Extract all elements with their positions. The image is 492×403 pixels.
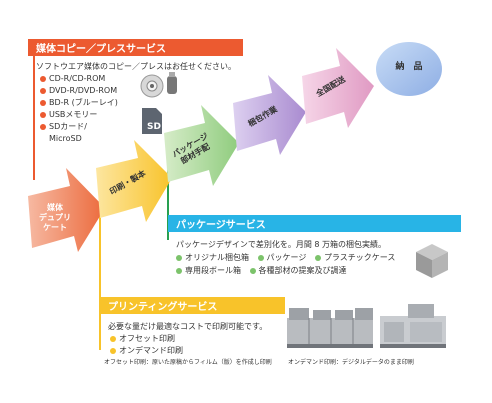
- bullet-icon: [249, 267, 256, 274]
- list-item: DVD-R/DVD-ROM: [40, 85, 118, 97]
- list-item: BD-R (ブルーレイ): [40, 97, 118, 109]
- list-item: プラスチックケース: [314, 253, 395, 262]
- bullet-icon: [40, 123, 46, 130]
- arrow-step-5: [302, 48, 374, 128]
- bullet-icon: [257, 254, 264, 261]
- box-icon: [416, 244, 448, 278]
- list-item: MicroSD: [49, 134, 82, 143]
- offset-press-illustration: [287, 308, 373, 348]
- list-item: 各種部材の提案及び調達: [249, 266, 347, 275]
- offset-printing-caption: オフセット印刷：原いた原稿からフィルム（版）を作成し印刷: [104, 359, 272, 366]
- package-service-header: パッケージサービス: [168, 215, 461, 232]
- list-item: USBメモリー: [40, 109, 118, 121]
- package-intro-text: パッケージデザインで差別化を。月間 8 万箱の梱包実績。: [176, 240, 387, 249]
- list-item: パッケージ: [257, 253, 306, 262]
- bullet-icon: [176, 254, 182, 261]
- bullet-icon: [110, 335, 116, 342]
- step-delivery-label: 納 品: [395, 62, 423, 72]
- media-service-header: 媒体コピー／プレスサービス: [28, 39, 243, 56]
- delivery-ellipse: [376, 42, 442, 96]
- arrow-step-3: [164, 105, 239, 186]
- printing-service-header: プリンティングサービス: [100, 297, 285, 314]
- bullet-icon: [40, 87, 46, 94]
- arrow-step-4: [233, 75, 306, 155]
- list-item: SDカード/: [40, 121, 118, 133]
- package-items-row-1: オリジナル梱包箱 パッケージ プラスチックケース: [176, 252, 395, 264]
- printing-list: オフセット印刷 オンデマンド印刷: [110, 333, 183, 357]
- list-item: CD-R/CD-ROM: [40, 73, 118, 85]
- usb-icon: [167, 72, 177, 94]
- disc-icon: [140, 74, 164, 98]
- ondemand-printing-caption: オンデマンド印刷：デジタルデータのまま印刷: [288, 359, 414, 366]
- bullet-icon: [314, 254, 321, 261]
- arrow-step-1: [28, 168, 105, 252]
- step-media-duplicate-label: 媒体 デュプリ ケート: [39, 203, 71, 232]
- package-items-row-2: 専用段ボール箱 各種部材の提案及び調達: [176, 265, 347, 277]
- list-item: オフセット印刷: [110, 333, 183, 345]
- sd-card-icon: SD: [142, 108, 162, 134]
- arrow-step-2: [96, 140, 172, 222]
- list-item: オリジナル梱包箱: [176, 253, 249, 262]
- bullet-icon: [40, 99, 46, 106]
- bullet-icon: [110, 347, 116, 354]
- list-item: 専用段ボール箱: [176, 266, 241, 275]
- bullet-icon: [176, 267, 182, 274]
- svg-text:SD: SD: [147, 122, 161, 132]
- media-icons: SD: [140, 72, 177, 134]
- media-intro-text: ソフトウエア媒体のコピー／プレスはお任せください。: [36, 62, 236, 71]
- ondemand-press-illustration: [380, 304, 446, 348]
- list-item: オンデマンド印刷: [110, 345, 183, 357]
- bullet-icon: [40, 75, 46, 82]
- printing-intro-text: 必要な量だけ最適なコストで印刷可能です。: [108, 322, 268, 331]
- bullet-icon: [40, 111, 46, 118]
- media-list: CD-R/CD-ROM DVD-R/DVD-ROM BD-R (ブルーレイ) U…: [40, 73, 118, 145]
